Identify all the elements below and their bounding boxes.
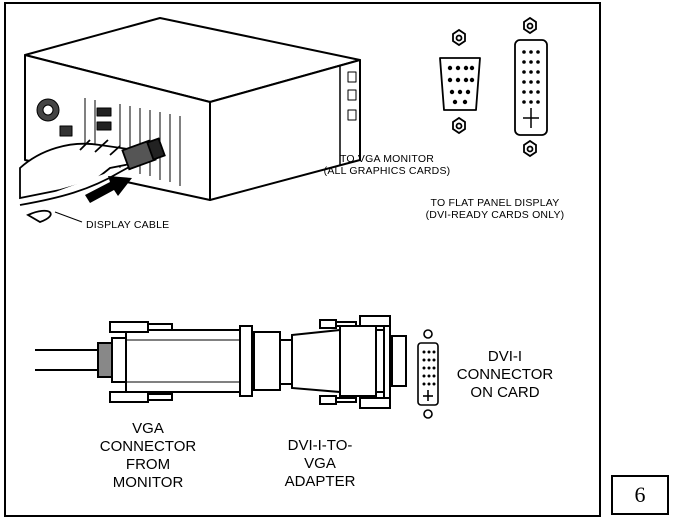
flat-panel-label: TO FLAT PANEL DISPLAY (DVI-READY CARDS O… bbox=[425, 197, 565, 221]
dvi-to-vga-adapter bbox=[253, 315, 407, 409]
dvi-card-connector bbox=[417, 329, 439, 419]
adapter-label: DVI-I-TO- VGA ADAPTER bbox=[284, 437, 356, 490]
vga-cable bbox=[35, 321, 273, 403]
vga-monitor-label: TO VGA MONITOR (ALL GRAPHICS CARDS) bbox=[323, 153, 451, 177]
dvi-connector-label: DVI-I CONNECTOR ON CARD bbox=[456, 348, 554, 401]
insert-arrow bbox=[85, 176, 132, 203]
page-number-box: 6 bbox=[611, 475, 669, 515]
vga-connector-label: VGA CONNECTOR FROM MONITOR bbox=[99, 420, 197, 491]
dvi-port-icon bbox=[514, 16, 548, 158]
page-number: 6 bbox=[634, 482, 646, 507]
vga-port-icon bbox=[439, 28, 481, 135]
hand-and-cable bbox=[19, 137, 166, 223]
display-cable-label: DISPLAY CABLE bbox=[86, 219, 170, 231]
